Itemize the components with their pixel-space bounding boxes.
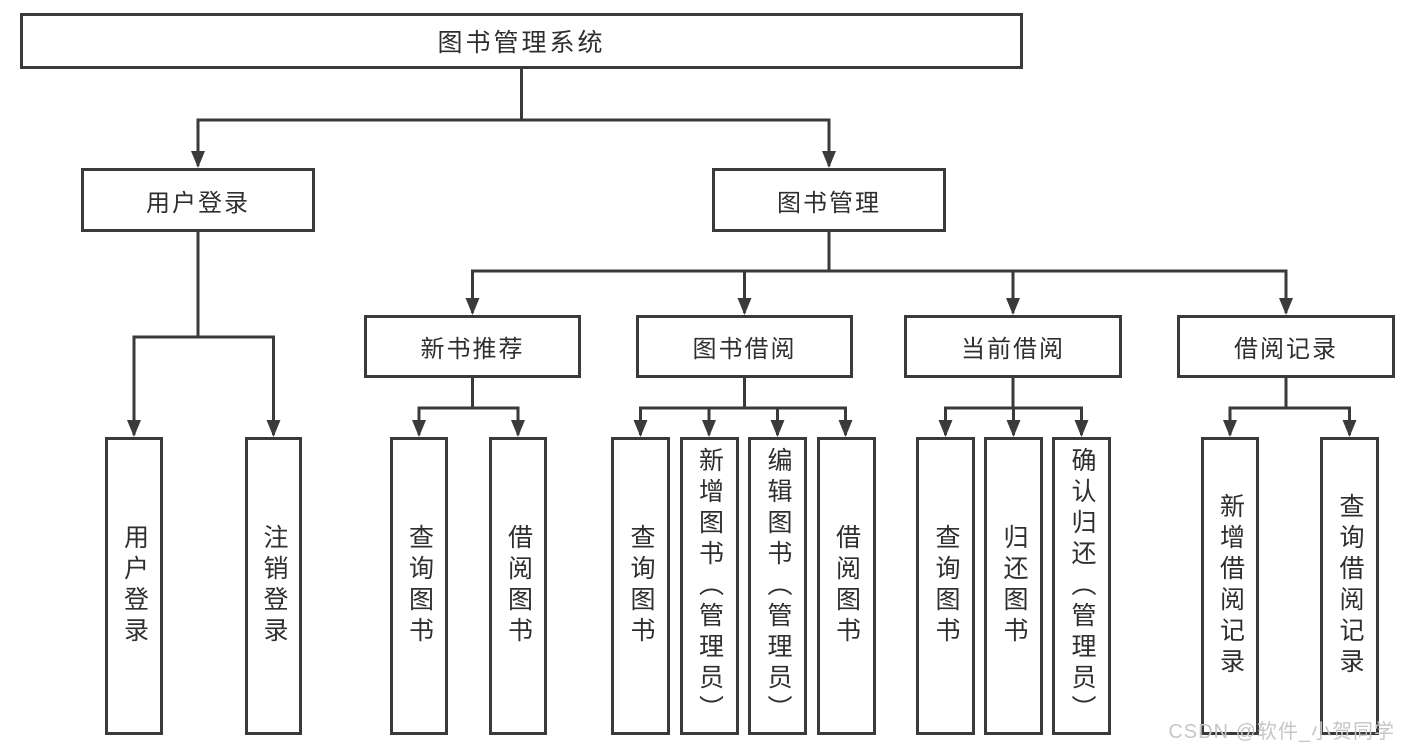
leaf-label: 用户登录	[120, 524, 149, 648]
leaf-add-books-admin: 新增图书（管理员）	[679, 437, 739, 735]
leaf-query-books-2: 查询图书	[611, 437, 670, 735]
leaf-return-books: 归还图书	[984, 437, 1043, 735]
node-label: 图书管理	[777, 189, 881, 217]
leaf-label: 查询图书	[627, 524, 655, 648]
node-label: 新书推荐	[420, 336, 525, 363]
arrowheads	[127, 151, 1357, 437]
leaf-borrow-books-2: 借阅图书	[816, 437, 876, 735]
leaf-confirm-return-admin: 确认归还（管理员）	[1052, 437, 1111, 735]
leaf-add-borrow-record: 新增借阅记录	[1201, 437, 1259, 735]
node-new-book-recommendation: 新书推荐	[364, 315, 581, 378]
node-label: 图书管理系统	[437, 29, 606, 57]
node-book-borrowing: 图书借阅	[636, 315, 853, 378]
leaf-label: 查询借阅记录	[1336, 493, 1364, 679]
node-label: 借阅记录	[1234, 336, 1338, 363]
leaf-user-login: 用户登录	[105, 437, 163, 735]
leaf-label: 查询图书	[932, 524, 960, 648]
leaf-label: 归还图书	[1000, 524, 1028, 648]
leaf-label: 新增图书（管理员）	[695, 446, 724, 726]
leaf-label: 借阅图书	[504, 524, 533, 648]
node-book-management: 图书管理	[712, 168, 946, 232]
node-borrowing-records: 借阅记录	[1177, 315, 1395, 378]
leaf-logout: 注销登录	[245, 437, 302, 735]
leaf-query-books-3: 查询图书	[916, 437, 975, 735]
leaf-query-books-1: 查询图书	[390, 437, 448, 735]
node-current-borrowing: 当前借阅	[904, 315, 1122, 378]
node-label: 当前借阅	[961, 336, 1065, 363]
leaf-label: 新增借阅记录	[1216, 493, 1245, 679]
leaf-label: 确认归还（管理员）	[1068, 446, 1096, 726]
csdn-watermark: CSDN @软件_小贺同学	[1168, 721, 1395, 743]
node-user-login: 用户登录	[81, 168, 315, 232]
node-library-management-system: 图书管理系统	[20, 13, 1023, 69]
leaf-label: 编辑图书（管理员）	[764, 446, 792, 726]
leaf-label: 查询图书	[405, 524, 434, 648]
node-label: 用户登录	[146, 189, 250, 217]
leaf-borrow-books-1: 借阅图书	[489, 437, 547, 735]
leaf-query-borrow-record: 查询借阅记录	[1320, 437, 1379, 735]
node-label: 图书借阅	[692, 336, 797, 363]
leaf-label: 借阅图书	[832, 524, 861, 648]
leaf-label: 注销登录	[260, 524, 288, 648]
leaf-edit-books-admin: 编辑图书（管理员）	[748, 437, 807, 735]
